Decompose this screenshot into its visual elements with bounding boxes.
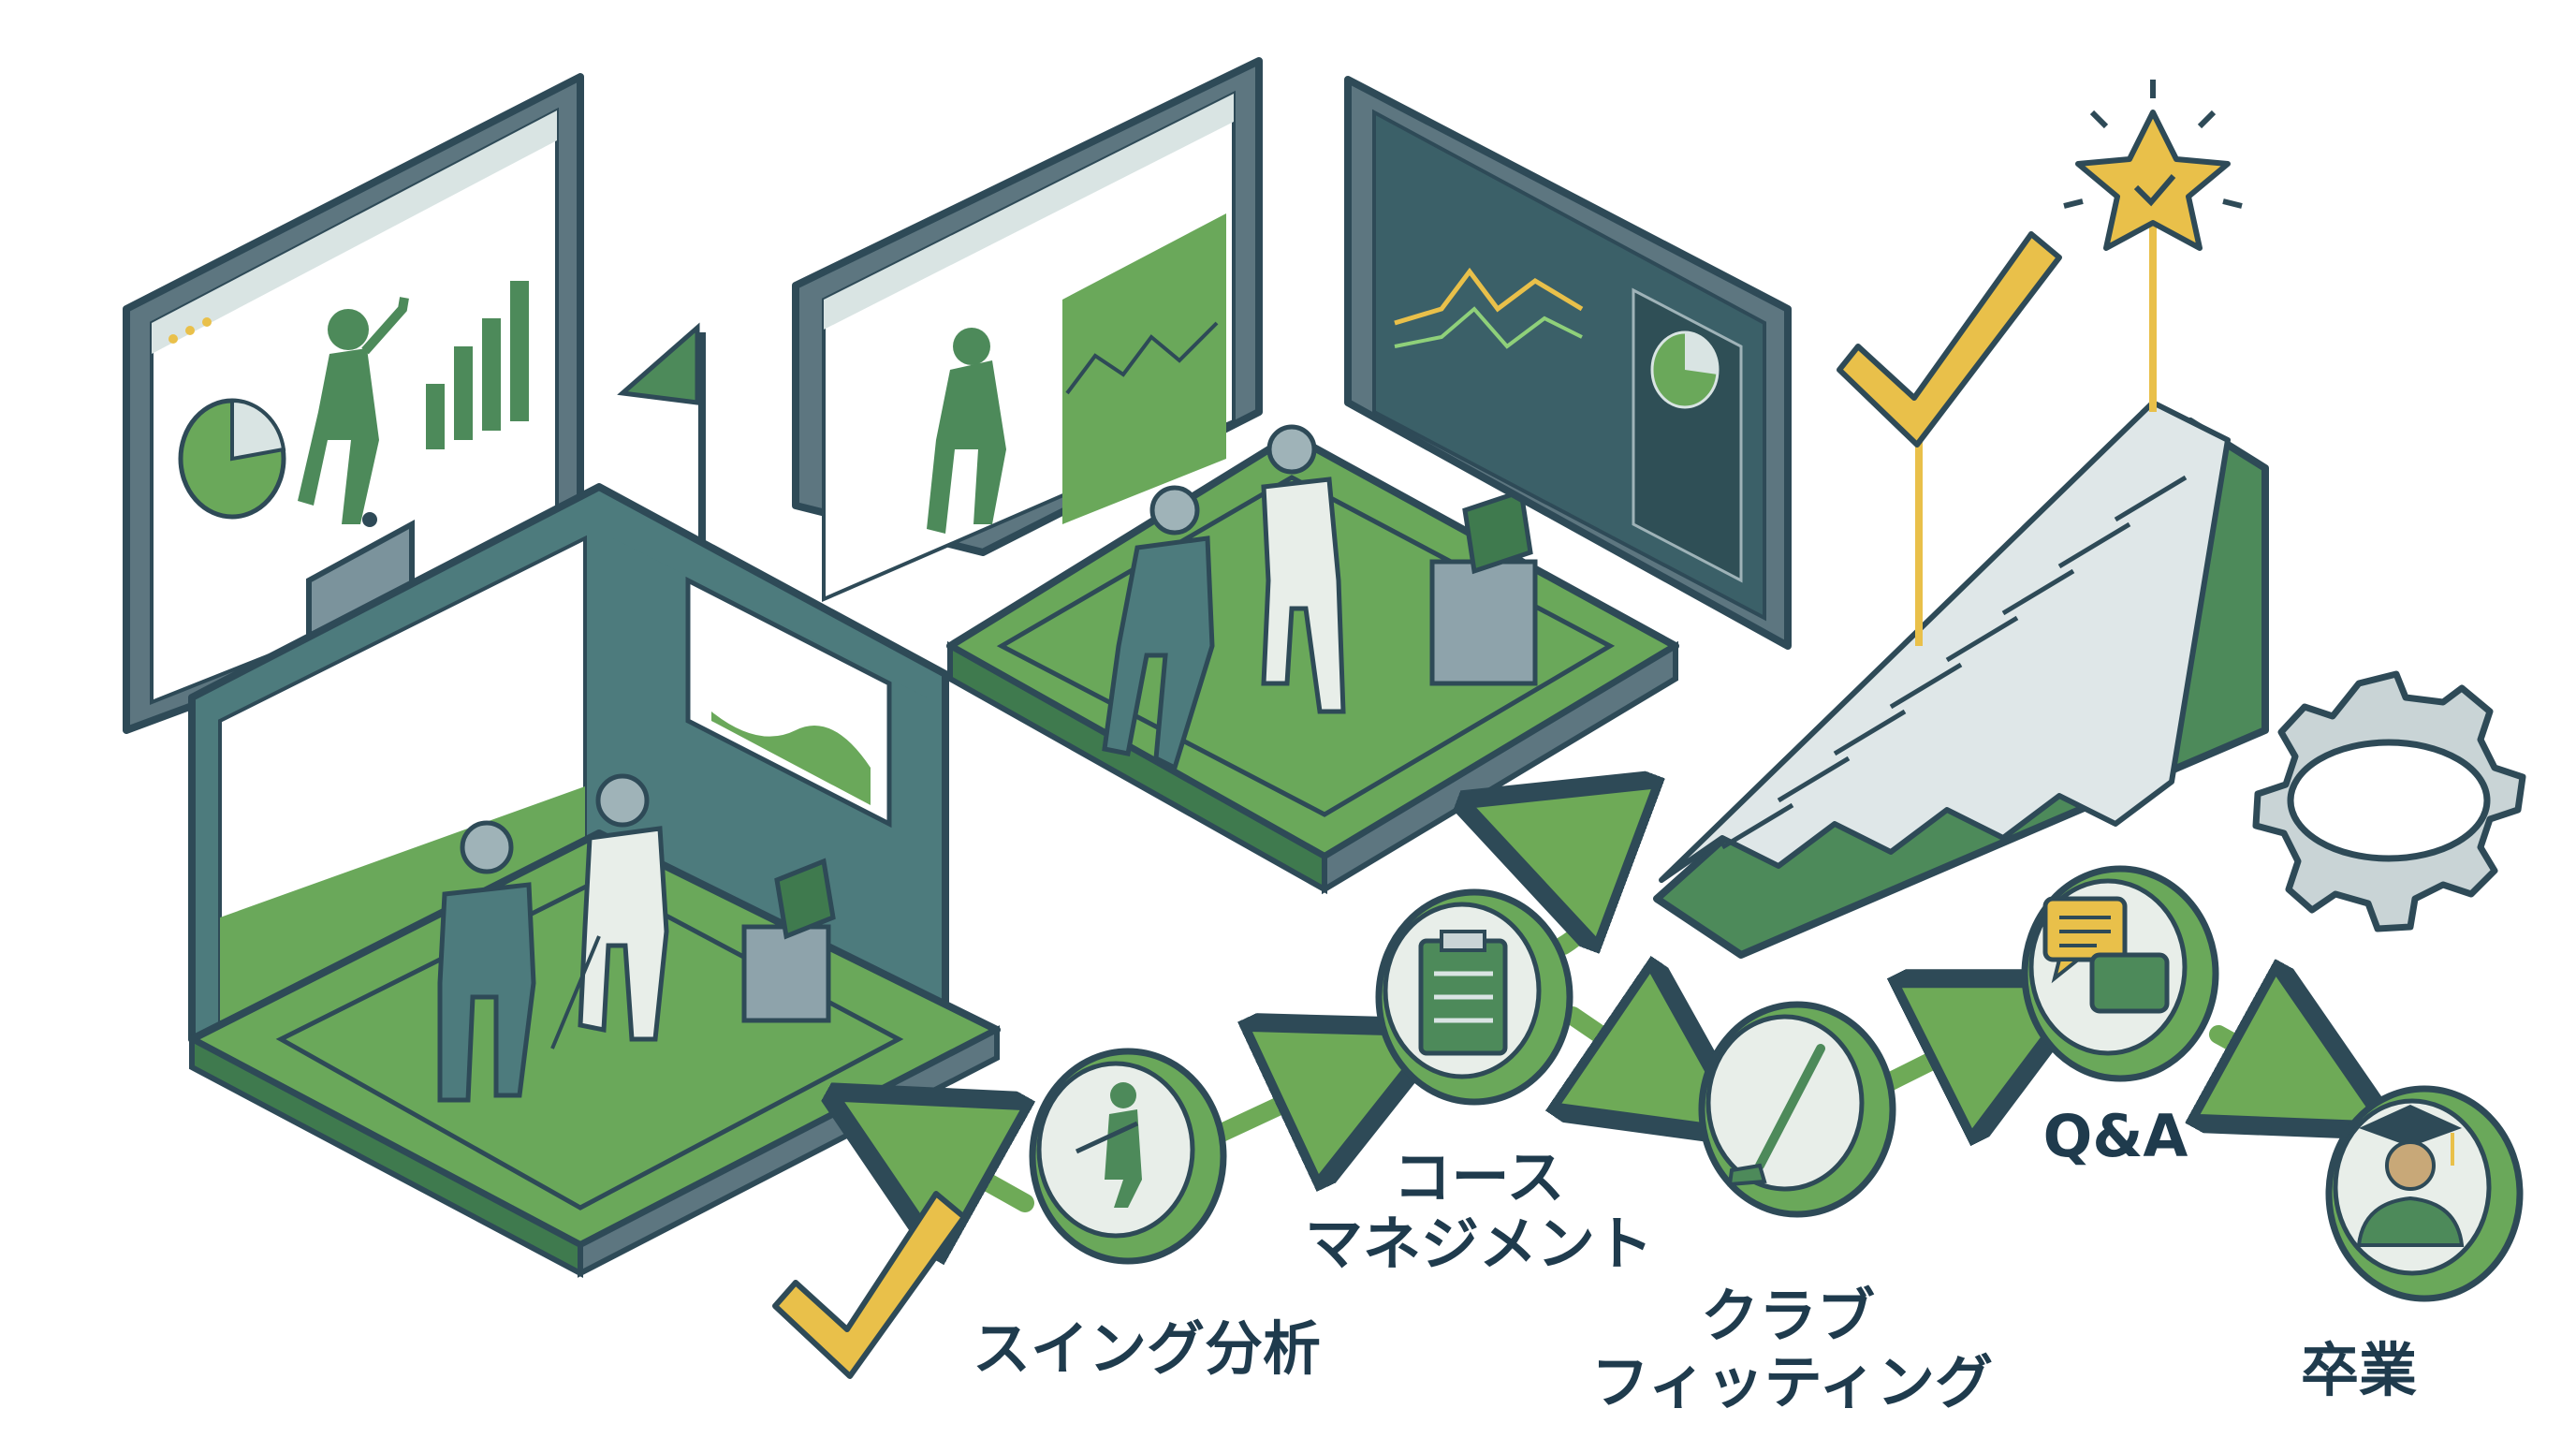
step-label-graduation: 卒業 bbox=[2300, 1336, 2417, 1404]
step-label-qa: Q&A bbox=[2042, 1102, 2188, 1170]
step-graduation[interactable] bbox=[2325, 1085, 2524, 1302]
golf-club-icon bbox=[1727, 1044, 1825, 1187]
step-course-management[interactable] bbox=[1375, 888, 1573, 1106]
golfer-student-figure bbox=[550, 773, 669, 1049]
step-swing-analysis[interactable] bbox=[1029, 1048, 1227, 1265]
monitor-analytics-right bbox=[1344, 76, 1792, 650]
golfer-student-figure bbox=[1261, 424, 1346, 714]
checkmark-gold-icon bbox=[1837, 231, 2062, 448]
bar-chart-icon bbox=[426, 281, 529, 449]
golfer-instructor-figure bbox=[437, 820, 536, 1103]
step-label-club-fitting: クラブ フィッティング bbox=[1591, 1282, 1994, 1417]
staircase-progress bbox=[1653, 215, 2269, 959]
graduate-icon bbox=[2356, 1105, 2465, 1247]
swing-booth-center bbox=[792, 57, 1679, 895]
pie-chart-icon bbox=[178, 398, 286, 520]
checkmark-gold-icon bbox=[772, 1191, 967, 1379]
star-goal-icon bbox=[2063, 80, 2243, 251]
flow-arrows bbox=[908, 833, 2312, 1203]
step-label-swing-analysis: スイング分析 bbox=[972, 1314, 1321, 1383]
golfer-silhouette-icon bbox=[927, 328, 1006, 534]
step-label-course-management: コース マネジメント bbox=[1304, 1143, 1653, 1279]
step-qa[interactable] bbox=[2021, 865, 2219, 1082]
chat-bubbles-icon bbox=[2042, 896, 2170, 1014]
clipboard-icon bbox=[1418, 930, 1508, 1056]
pie-chart-icon bbox=[1650, 330, 1720, 409]
golfer-silhouette-icon bbox=[298, 297, 409, 524]
gear-icon bbox=[2252, 670, 2526, 932]
golf-flag-icon bbox=[617, 322, 706, 543]
golfer-instructor-figure bbox=[1102, 485, 1215, 771]
golfer-icon bbox=[1075, 1082, 1142, 1208]
step-club-fitting[interactable] bbox=[1698, 1001, 1896, 1218]
